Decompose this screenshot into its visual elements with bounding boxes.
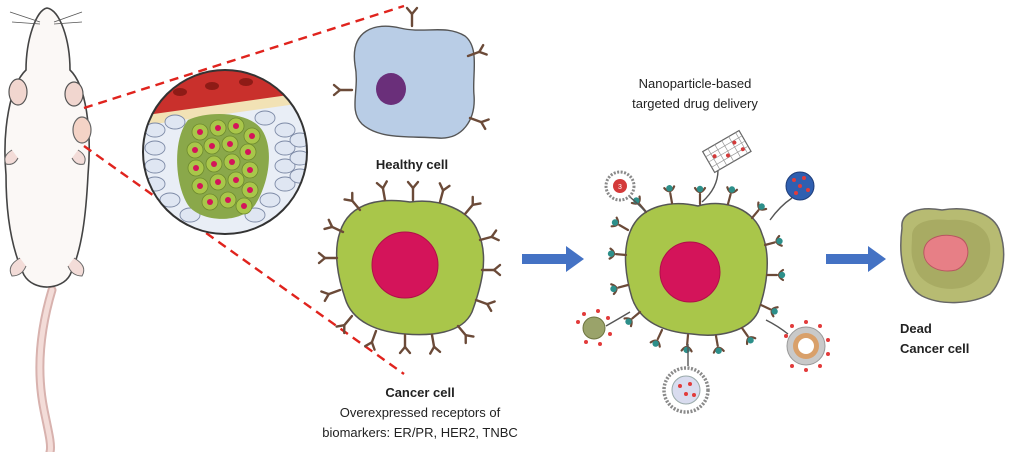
process-arrow-2 xyxy=(826,246,886,272)
nanoparticle-nanotube xyxy=(701,129,752,203)
cancer-cell-label: Cancer cell xyxy=(385,385,455,400)
nanoparticle-title-line1: Nanoparticle-based xyxy=(638,76,752,91)
nanoparticle-coreshell xyxy=(765,319,830,372)
dead-cell-label-line2: Cancer cell xyxy=(900,341,970,356)
tumor-tissue-inset xyxy=(142,69,308,235)
dead-cancer-cell xyxy=(900,208,1005,304)
zoom-lines xyxy=(83,4,405,375)
nanoparticle-title-line2: targeted drug delivery xyxy=(632,96,758,111)
nanoparticle-liposome-bottom xyxy=(662,343,710,414)
cancer-cell xyxy=(317,180,502,355)
targeted-cancer-cell xyxy=(606,183,787,356)
healthy-cell xyxy=(332,6,490,139)
nanoparticle-dendrimer xyxy=(769,171,815,221)
nanoparticle-micelle xyxy=(576,309,631,346)
mouse-figure xyxy=(4,7,92,452)
healthy-cell-label: Healthy cell xyxy=(375,157,449,172)
svg-text:3: 3 xyxy=(618,184,622,191)
process-arrow xyxy=(522,246,584,272)
receptors-text-line2: biomarkers: ER/PR, HER2, TNBC xyxy=(322,425,518,440)
nanoparticle-liposome: 3 xyxy=(604,170,647,213)
dead-cell-label-line1: Dead xyxy=(900,321,932,336)
receptors-text-line1: Overexpressed receptors of xyxy=(339,405,501,420)
